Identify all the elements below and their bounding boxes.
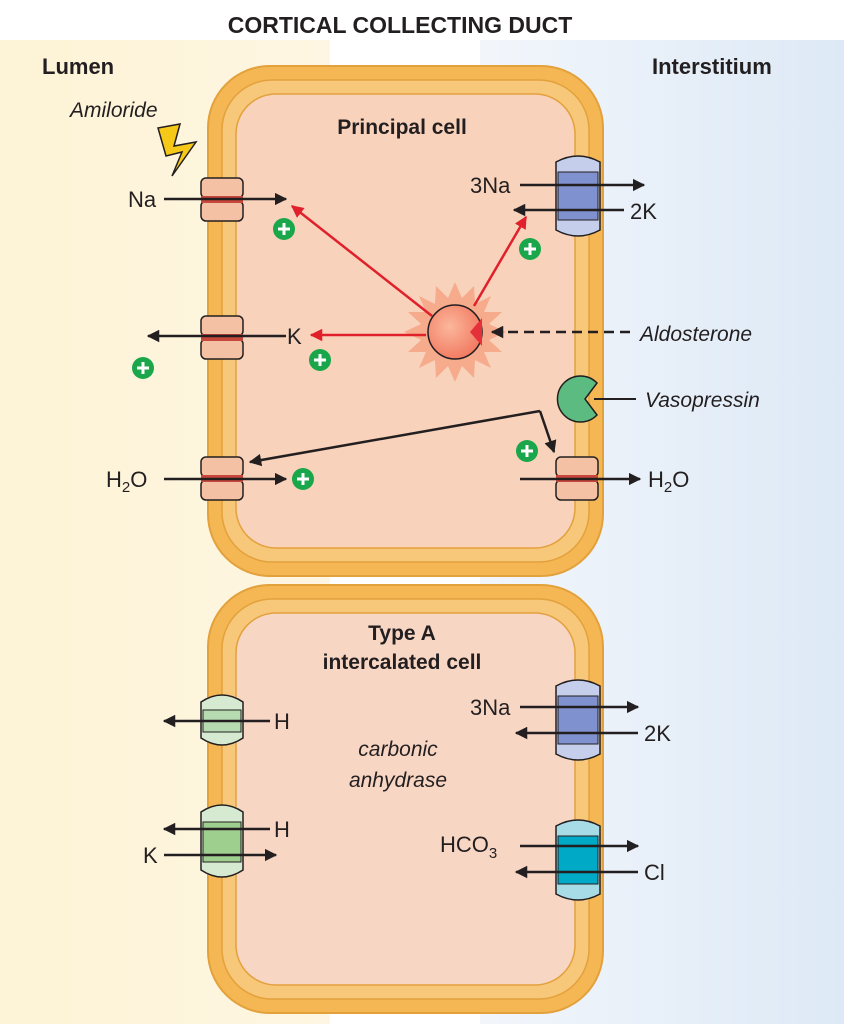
- aldosterone-label: Aldosterone: [638, 323, 752, 346]
- plus-icon: [309, 349, 331, 371]
- h2o-lumen-label: H2O: [106, 467, 147, 496]
- na-k-pump-intercalated: [555, 679, 601, 761]
- vasopressin-to-basal-aquaporin-arrow: [538, 410, 557, 454]
- vasopressin-receptor: [556, 375, 598, 423]
- plus-icon: [292, 468, 314, 490]
- ic-pump-na-label: 3Na: [470, 695, 511, 720]
- k-channel: [200, 315, 244, 360]
- lightning-icon: [157, 123, 198, 177]
- pump-k-label: 2K: [630, 199, 657, 224]
- plus-icon: [516, 440, 538, 462]
- na-k-pump: [555, 155, 601, 237]
- h-k-exchanger: [200, 804, 244, 878]
- enzyme-label-line2: anhydrase: [349, 769, 447, 792]
- pump-na-label: 3Na: [470, 173, 511, 198]
- na-lumen-label: Na: [128, 187, 157, 212]
- h-pump-label: H: [274, 709, 290, 734]
- ic-pump-k-label: 2K: [644, 721, 671, 746]
- h-exch-label: H: [274, 817, 290, 842]
- hco3-cl-exchanger: [555, 819, 601, 901]
- h2o-interstitium-label: H2O: [648, 467, 689, 496]
- interstitium-label: Interstitium: [652, 54, 772, 79]
- intercalated-cell-cytoplasm: [235, 612, 576, 986]
- aldo-to-na-channel-arrow: [291, 205, 433, 317]
- cl-label: Cl: [644, 860, 665, 885]
- receptor-notch: [470, 318, 482, 346]
- lumen-label: Lumen: [42, 54, 114, 79]
- hco3-label: HCO3: [440, 832, 497, 862]
- na-channel: [200, 177, 244, 222]
- k-exch-label: K: [143, 843, 158, 868]
- principal-cell-title: Principal cell: [337, 116, 467, 139]
- intercalated-cell-title-line1: Type A: [368, 622, 436, 645]
- plus-icon: [132, 357, 154, 379]
- vasopressin-to-aquaporin-arrow: [248, 409, 541, 467]
- aldo-to-pump-arrow: [472, 215, 528, 307]
- enzyme-label-line1: carbonic: [358, 738, 438, 761]
- amiloride-label: Amiloride: [68, 99, 158, 122]
- plus-icon: [273, 218, 295, 240]
- vasopressin-label: Vasopressin: [645, 389, 760, 412]
- diagram-title: CORTICAL COLLECTING DUCT: [228, 12, 573, 38]
- k-label: K: [287, 324, 302, 349]
- plus-icon: [519, 238, 541, 260]
- intercalated-cell-title-line2: intercalated cell: [323, 651, 482, 674]
